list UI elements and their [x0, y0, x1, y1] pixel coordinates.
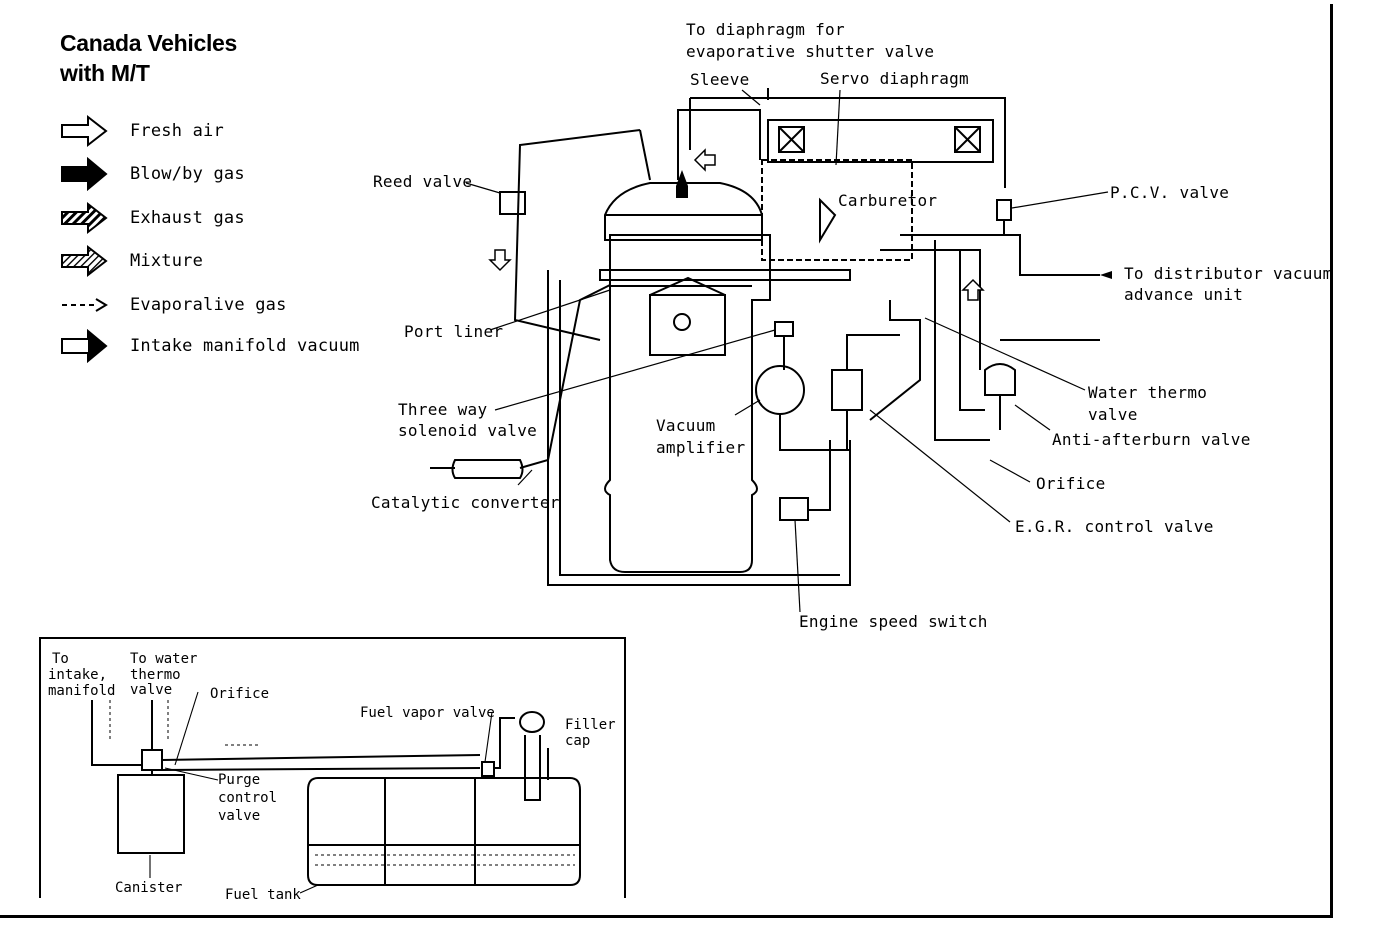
frame-right-border [1330, 4, 1333, 918]
label-vacuum-amplifier-line2: amplifier [656, 438, 746, 457]
blow-by-arrow-icon [676, 170, 688, 186]
three-way-solenoid-valve [774, 321, 794, 337]
title-line-1: Canada Vehicles [60, 30, 238, 56]
legend-item-mixture: Mixture [60, 244, 203, 278]
label-orifice: Orifice [1036, 474, 1106, 493]
inset-label-filler-cap-line2: cap [565, 733, 591, 749]
label-reed-valve: Reed valve [373, 172, 473, 191]
label-engine-speed-switch: Engine speed switch [799, 612, 988, 631]
inset-label-to-intake-line2: intake, [48, 667, 108, 683]
legend-item-exhaust-gas: Exhaust gas [60, 201, 245, 235]
inset-label-fuel-tank: Fuel tank [225, 887, 301, 903]
piston [649, 294, 726, 356]
inset-label-to-intake-line3: manifold [48, 683, 116, 699]
label-water-thermo-line2: valve [1088, 405, 1138, 424]
reed-valve [499, 191, 526, 215]
legend-item-fresh-air: Fresh air [60, 114, 224, 148]
fresh-air-down-arrow-icon [488, 249, 512, 272]
exhaust-pipe-loop [547, 270, 851, 586]
evaporative-gas-arrow-icon [62, 298, 108, 312]
label-three-way-line1: Three way [398, 400, 488, 419]
label-three-way-line2: solenoid valve [398, 421, 538, 440]
inset-label-to-water-line1: To water [130, 651, 198, 667]
air-cleaner [767, 119, 994, 163]
label-to-diaphragm-line1: To diaphragm for [686, 20, 845, 39]
fuel-vapor-valve [481, 761, 495, 777]
title-line-2: with M/T [60, 60, 150, 86]
reed-valve-hose [513, 129, 641, 341]
inset-label-purge-line1: Purge [218, 772, 261, 788]
label-water-thermo-line1: Water thermo [1088, 383, 1208, 402]
anti-afterburn-valve [984, 363, 1016, 396]
fresh-air-up-arrow-icon [961, 278, 985, 301]
catalytic-converter [451, 459, 524, 479]
legend-item-intake-manifold-vacuum: Intake manifold vacuum [60, 329, 359, 363]
legend-item-evaporative-gas: Evaporalive gas [60, 288, 286, 322]
vacuum-amplifier [755, 365, 805, 415]
canister [117, 774, 185, 854]
blow-by-gas-arrow-icon [61, 157, 108, 191]
engine-block [604, 234, 771, 573]
legend-label: Mixture [130, 251, 204, 271]
egr-control-valve [831, 369, 863, 411]
intake-manifold [599, 269, 851, 281]
inset-label-purge-line2: control [218, 790, 278, 806]
label-pcv-valve: P.C.V. valve [1110, 183, 1230, 202]
inset-label-to-water-line3: valve [130, 682, 173, 698]
inset-label-to-intake-line1: To [52, 651, 69, 667]
label-to-diaphragm-line2: evaporative shutter valve [686, 42, 935, 61]
engine-speed-switch [779, 497, 809, 521]
label-carburetor: Carburetor [838, 191, 938, 210]
label-vacuum-amplifier-line1: Vacuum [656, 416, 716, 435]
fresh-air-arrow-icon [61, 114, 108, 148]
carburetor-box [761, 159, 913, 261]
exhaust-gas-arrow-icon [61, 201, 108, 235]
inset-label-canister: Canister [115, 880, 183, 896]
evaporative-inset [39, 637, 626, 898]
inset-label-to-water-line2: thermo [130, 667, 181, 683]
legend-label: Fresh air [130, 121, 224, 141]
label-sleeve: Sleeve [690, 70, 750, 89]
legend-label: Evaporalive gas [130, 295, 287, 315]
label-to-distributor-line2: advance unit [1124, 285, 1244, 304]
pcv-valve [996, 199, 1012, 221]
legend-label: Exhaust gas [130, 208, 245, 228]
inset-label-fuel-vapor-valve: Fuel vapor valve [360, 705, 495, 721]
legend-label: Blow/by gas [130, 164, 245, 184]
label-servo-diaphragm: Servo diaphragm [820, 69, 969, 88]
label-to-distributor-line1: To distributor vacuum [1124, 264, 1333, 283]
legend-item-blow-by-gas: Blow/by gas [60, 157, 245, 191]
diagram-title: Canada Vehicles with M/T [60, 28, 237, 88]
legend-label: Intake manifold vacuum [130, 336, 360, 356]
fresh-air-left-arrow-icon [693, 148, 716, 172]
inset-label-filler-cap-line1: Filler [565, 717, 616, 733]
inset-label-purge-line3: valve [218, 808, 261, 824]
label-anti-afterburn-valve: Anti-afterburn valve [1052, 430, 1251, 449]
label-egr-control-valve: E.G.R. control valve [1015, 517, 1214, 536]
label-port-liner: Port liner [404, 322, 504, 341]
inset-label-orifice: Orifice [210, 686, 270, 702]
mixture-arrow-icon [61, 244, 108, 278]
frame-bottom-border [0, 915, 1333, 918]
purge-control-valve [141, 749, 163, 771]
intake-manifold-vacuum-arrow-icon [61, 329, 108, 363]
label-catalytic-converter: Catalytic converter [371, 493, 560, 512]
fuel-tank [307, 777, 581, 886]
